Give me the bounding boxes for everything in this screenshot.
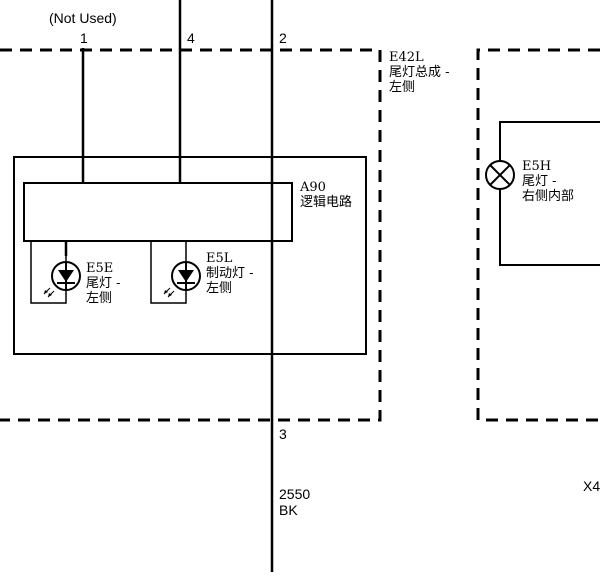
e5l-circuit xyxy=(150,241,187,304)
wire-color-code: BK xyxy=(279,502,298,518)
e5e-name-line1: 尾灯 - xyxy=(86,276,121,291)
connector-label: X4 xyxy=(583,478,600,494)
e5e-code: E5E xyxy=(86,261,113,276)
not-used-label: (Not Used) xyxy=(49,10,117,26)
e5h-code: E5H xyxy=(522,159,551,174)
wire-circuit-number: 2550 xyxy=(279,486,310,502)
right-assembly-boundary xyxy=(476,48,600,422)
e42l-code: E42L xyxy=(389,50,424,65)
pin-2-label: 2 xyxy=(279,30,287,46)
e42l-assembly-boundary xyxy=(0,48,382,422)
e42l-name-line1: 尾灯总成 - xyxy=(389,65,450,80)
pin-3-label: 3 xyxy=(279,426,287,442)
e5e-name-line2: 左侧 xyxy=(86,291,112,306)
pin-4-label: 4 xyxy=(187,30,195,46)
e5l-name-line1: 制动灯 - xyxy=(206,266,254,281)
e5h-name-line1: 尾灯 - xyxy=(522,174,557,189)
e5l-led-icon xyxy=(163,261,201,298)
e5e-led-icon xyxy=(43,261,81,298)
a90-name: 逻辑电路 xyxy=(300,194,352,210)
e5l-name-line2: 左侧 xyxy=(206,281,232,296)
e5h-circuit-box xyxy=(499,121,600,266)
e5l-code: E5L xyxy=(206,251,233,266)
e5e-circuit xyxy=(30,241,67,304)
a90-code: A90 xyxy=(299,180,326,195)
a90-logic-circuit-box xyxy=(23,182,293,242)
e5h-bulb-icon xyxy=(485,160,515,190)
e5h-name-line2: 右侧内部 xyxy=(522,188,574,204)
e42l-name-line2: 左侧 xyxy=(389,80,415,95)
pin-1-label: 1 xyxy=(80,30,88,46)
